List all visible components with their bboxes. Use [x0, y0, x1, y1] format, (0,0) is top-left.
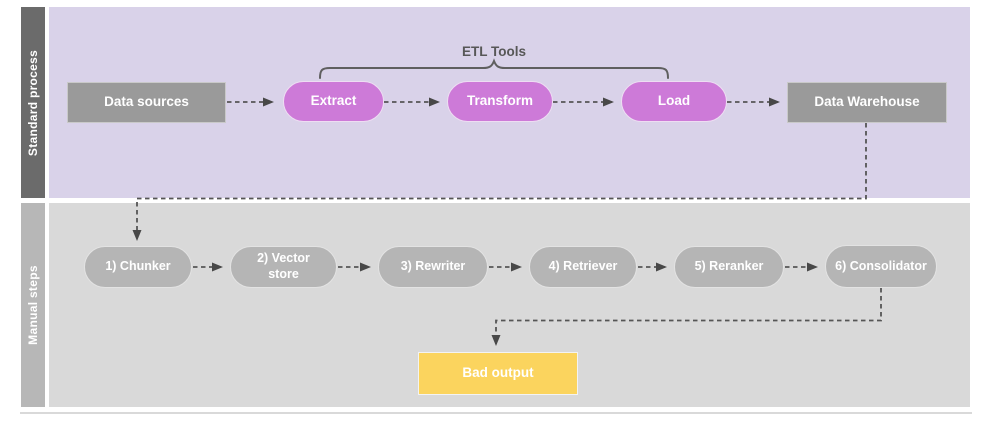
node-load-label: Load	[657, 93, 691, 109]
node-vector-store-label: 2) Vector store	[257, 251, 310, 281]
node-chunker-label: 1) Chunker	[105, 259, 171, 274]
node-chunker: 1) Chunker	[84, 246, 192, 288]
lane-header-standard-process-label: Standard process	[26, 49, 41, 156]
node-retriever: 4) Retriever	[529, 246, 637, 288]
node-transform-label: Transform	[466, 93, 534, 109]
node-rewriter: 3) Rewriter	[378, 246, 488, 288]
node-reranker-label: 5) Reranker	[694, 259, 764, 274]
node-consolidator-label: 6) Consolidator	[835, 258, 927, 273]
node-vector-store: 2) Vector store	[230, 246, 337, 288]
node-data-sources-label: Data sources	[104, 94, 189, 110]
node-rewriter-label: 3) Rewriter	[400, 259, 466, 274]
node-data-sources: Data sources	[67, 82, 226, 123]
node-extract: Extract	[283, 81, 384, 122]
node-load: Load	[621, 81, 727, 122]
bottom-separator-line	[20, 412, 972, 414]
node-consolidator: 6) Consolidator	[825, 245, 937, 288]
lane-header-manual-steps: Manual steps	[21, 203, 45, 407]
node-transform: Transform	[447, 81, 553, 122]
etl-tools-group-label: ETL Tools	[462, 44, 526, 59]
node-data-warehouse-label: Data Warehouse	[814, 94, 920, 110]
node-bad-output: Bad output	[418, 352, 578, 395]
lane-header-manual-steps-label: Manual steps	[26, 265, 40, 345]
node-extract-label: Extract	[310, 93, 357, 109]
node-data-warehouse: Data Warehouse	[787, 82, 947, 123]
node-bad-output-label: Bad output	[462, 365, 534, 381]
lane-header-standard-process: Standard process	[21, 7, 45, 198]
node-reranker: 5) Reranker	[674, 246, 784, 288]
node-retriever-label: 4) Retriever	[548, 259, 618, 274]
